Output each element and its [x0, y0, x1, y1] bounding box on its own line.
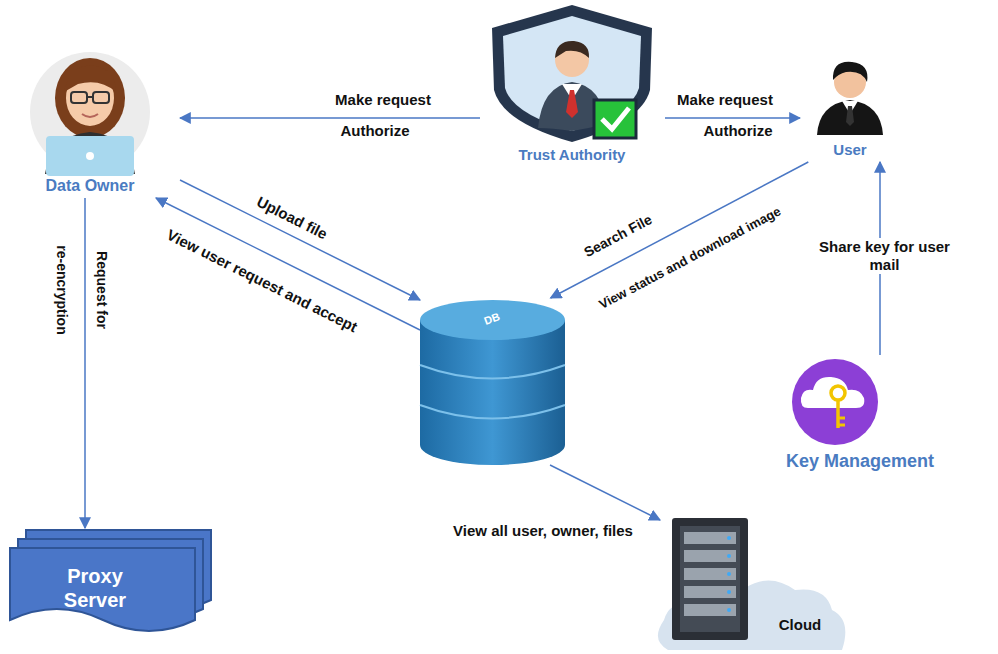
edge-label: Authorize [340, 122, 409, 140]
node-label: DB [482, 310, 501, 328]
key-management-node: Key Management [755, 355, 965, 475]
node-label: Proxy Server [55, 564, 135, 612]
edge-label: View user request and accept [164, 226, 360, 336]
edge-label: Share key for user mail [800, 238, 969, 274]
node-label: Trust Authority [519, 146, 626, 164]
edge-label: Authorize [703, 122, 772, 140]
edge-label: Search File [581, 211, 655, 261]
edge-label: View status and download image [596, 204, 783, 313]
database-cylinder [420, 300, 565, 465]
proxy-server-stack [10, 530, 211, 631]
arrow-connector [551, 162, 809, 298]
edge-label: Make request [677, 91, 773, 109]
node-label: Key Management [786, 451, 934, 473]
node-label: Cloud [779, 616, 822, 634]
cloud-node: Cloud [660, 515, 850, 650]
database-node: DB [420, 298, 565, 465]
trust-authority-shield [492, 5, 652, 142]
cloud-server [658, 518, 845, 650]
edge-label: Request for [94, 251, 111, 329]
node-label: User [833, 141, 866, 159]
arrow-connector [84, 198, 86, 528]
arrow-connector [550, 465, 660, 520]
user-node: User [800, 55, 900, 162]
user-icon [817, 62, 883, 135]
arrow-connector [665, 117, 800, 119]
edge-label: Upload file [254, 193, 331, 243]
data-owner-node: Data Owner [10, 55, 180, 198]
data-owner-icon [30, 52, 150, 176]
arrow-connector [180, 117, 480, 119]
node-label: Data Owner [46, 176, 135, 195]
edge-label: Make request [335, 91, 431, 109]
arrow-connector [180, 180, 420, 300]
edge-label: re-encryption [54, 245, 71, 334]
trust-authority-node: Trust Authority [480, 2, 665, 166]
edge-label: View all user, owner, files [453, 522, 633, 540]
proxy-server-node: Proxy Server [8, 528, 213, 648]
key-management-icon [792, 359, 878, 445]
